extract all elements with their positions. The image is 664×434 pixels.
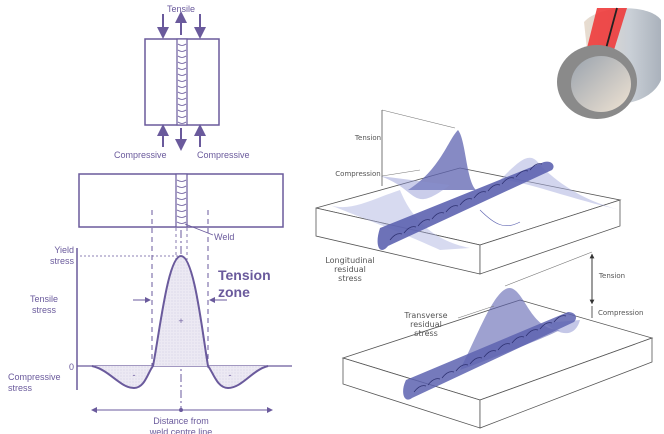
weld-ripples-longitudinal [389, 163, 543, 241]
weld-bead-section [175, 173, 188, 228]
weld-leader [184, 223, 214, 236]
tension-zone-label-1: Tension [218, 267, 271, 283]
y-label-zero: 0 [69, 362, 74, 372]
caption-transverse-2: residual [410, 320, 442, 329]
compressive-area-right [208, 366, 268, 388]
weld-ripples [177, 43, 187, 124]
stress-distribution-plot: Weld + - - Tension zone Yield stress Ten… [8, 173, 292, 434]
tensile-area [153, 256, 208, 366]
weld-ripples-transverse [413, 315, 567, 393]
tension-zone-label-2: zone [218, 284, 250, 300]
y-label-tensile: Tensile [30, 294, 58, 304]
caption-longitudinal-2: residual [334, 265, 366, 274]
label-compressive-left: Compressive [114, 150, 167, 160]
compressive-area-left [92, 366, 153, 388]
compression-lobe-back [380, 176, 450, 200]
y-label-compressive: Compressive [8, 372, 61, 382]
plate-side-face [479, 199, 621, 275]
sign-minus-right: - [229, 370, 232, 380]
label-weld: Weld [214, 232, 234, 242]
y-label-yield: Yield [54, 245, 74, 255]
y-label-tensile-2: stress [32, 305, 57, 315]
stress-curve [91, 254, 269, 390]
transverse-caption-leader [457, 305, 495, 319]
tension-extension-2 [504, 251, 593, 287]
weld-bead-longitudinal [377, 161, 554, 250]
caption-transverse-1: Transverse [403, 311, 447, 320]
weld-ripples-section [176, 179, 187, 224]
compression-lobe-front [479, 209, 521, 226]
y-label-yield-2: stress [50, 256, 75, 266]
weld-bead-transverse [403, 312, 576, 400]
weld-seam-band [586, 8, 627, 52]
label-tensile-top: Tensile [167, 4, 195, 14]
x-label-1: Distance from [153, 416, 209, 426]
sign-minus-left: - [133, 370, 136, 380]
longitudinal-stress-diagram: Tension Compression Longitudinal residua… [315, 109, 622, 283]
tension-extension [381, 109, 456, 129]
transverse-stress-diagram: Tension Compression Transverse residual … [341, 251, 654, 429]
centre-dot [179, 408, 183, 412]
weld-bead-top [176, 38, 188, 126]
caption-longitudinal-1: Longitudinal [325, 256, 374, 265]
label-tension-top: Tension [354, 134, 381, 142]
label-compression-bottom: Compression [598, 309, 643, 317]
weld-plate-top-view: Tensile Compressive Compressive [114, 4, 250, 160]
sign-plus: + [178, 316, 183, 326]
welded-pipe-illustration [557, 7, 661, 119]
y-label-compressive-2: stress [8, 383, 33, 393]
x-label-2: weld centre line [149, 427, 213, 434]
caption-longitudinal-3: stress [338, 274, 362, 283]
label-compression-top: Compression [335, 170, 380, 178]
compression-extension [381, 169, 421, 177]
label-tension-bottom: Tension [598, 272, 625, 280]
caption-transverse-3: stress [414, 329, 438, 338]
label-compressive-right: Compressive [197, 150, 250, 160]
plate-side-face-2 [479, 337, 653, 429]
tension-peak-back [408, 130, 476, 190]
pipe-bore [571, 56, 631, 112]
